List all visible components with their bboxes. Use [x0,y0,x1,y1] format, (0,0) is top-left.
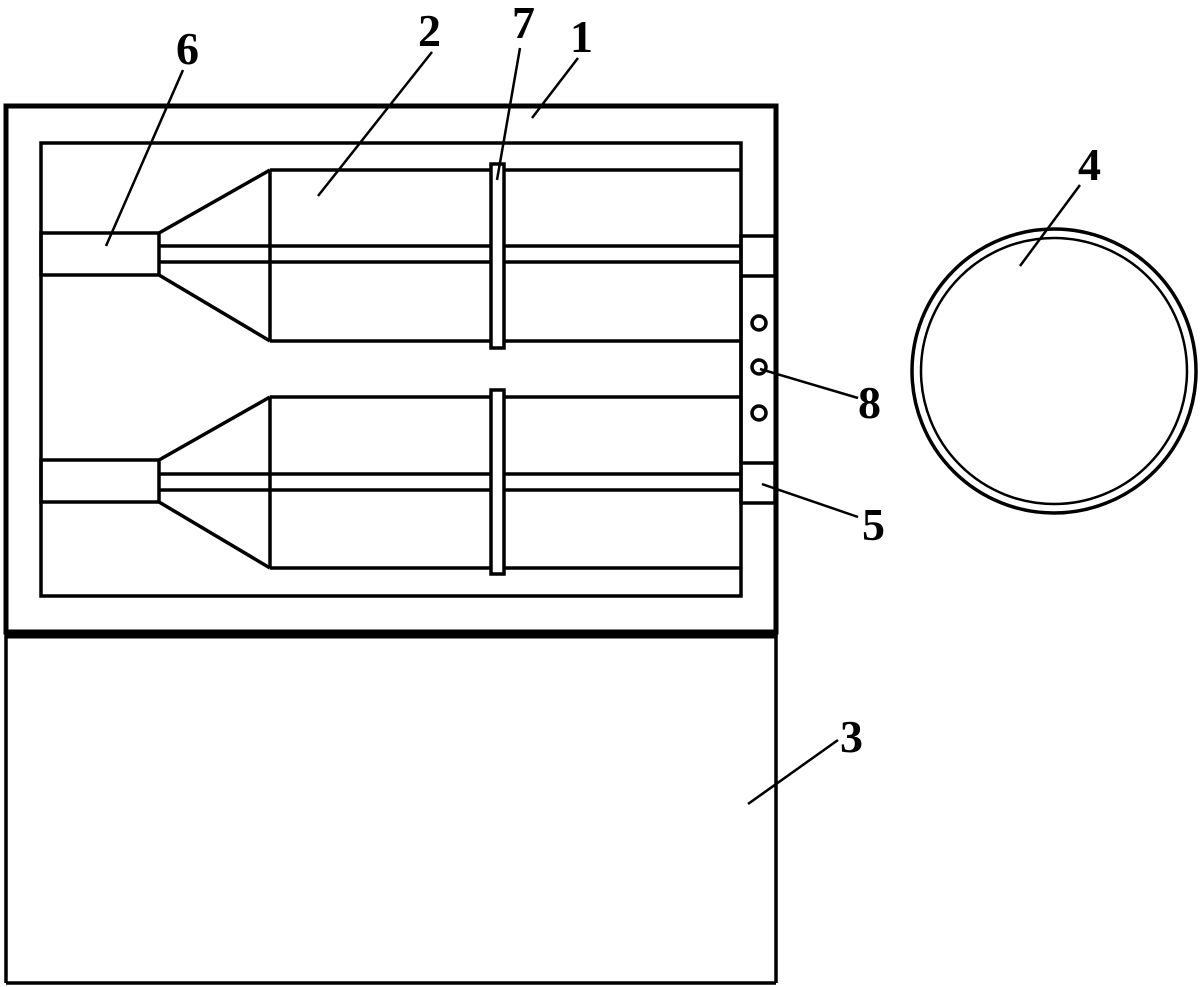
tube-assembly-upper [39,162,741,350]
clamp-ring-lower [489,388,506,576]
leader-lines [104,47,1082,806]
label-4: 4 [1078,139,1101,190]
nozzle-upper [39,231,161,277]
label-3: 3 [840,711,863,762]
label-5: 5 [862,499,885,550]
label-7: 7 [512,0,535,48]
outlet-lower [739,461,777,505]
upper-housing [3,103,779,635]
round-pipe [910,227,1198,515]
hole-bottom [750,404,768,422]
label-2: 2 [418,5,441,56]
hole-top [750,314,768,332]
tube-assembly-lower [39,388,741,576]
clamp-ring-upper [489,162,506,350]
side-panel [739,234,777,505]
lower-cabinet [4,632,778,985]
nozzle-lower [39,458,161,504]
label-1: 1 [570,11,593,62]
outlet-upper [739,234,777,278]
hole-middle [750,358,768,376]
label-8: 8 [858,377,881,428]
part-labels: 6 2 7 1 4 8 5 3 [176,0,1101,762]
label-6: 6 [176,23,199,74]
